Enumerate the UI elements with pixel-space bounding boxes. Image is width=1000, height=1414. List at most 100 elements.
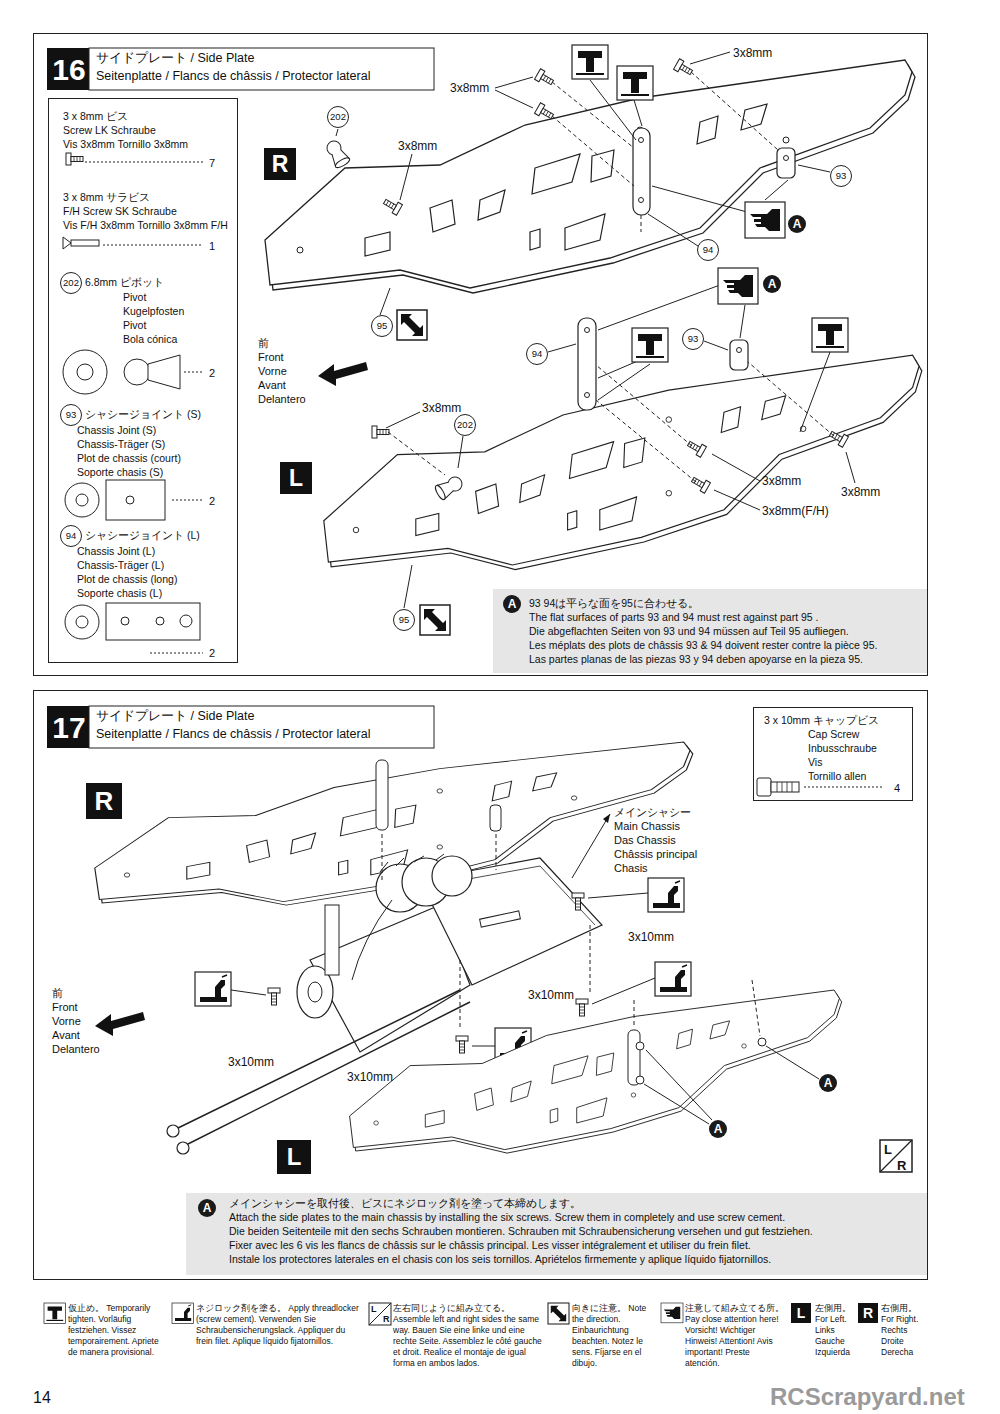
text-label: 3x8mm [422,401,461,415]
legend-text: 向きに注意。 Note the direction. Einbaurichtun… [572,1303,657,1369]
text-label: 3x10mm [347,1070,393,1084]
text-label: Delantero [52,1043,100,1056]
text-label: シャシージョイント (S) [85,408,201,421]
text-label: Chassis-Träger (S) [77,438,165,451]
step-number: 16 [48,49,90,91]
text-label: Tornillo allen [808,770,866,783]
text-label: 3x8mm [762,474,801,488]
legend-text: 左右同じように組み立てる。 Assemble left and right si… [393,1303,543,1369]
text-label: Châssis principal [614,848,697,861]
callout-number: 202 [60,272,82,294]
text-label: Kugelpfosten [123,305,184,318]
text-label: サイドプレート / Side Plate [96,709,254,724]
text-label: 3x8mm [450,81,489,95]
text-label: 3x8mm(F/H) [762,504,829,518]
note-box: A メインシャシーを取付後、ビスにネジロック剤を塗って本締めします。Attach … [186,1193,927,1275]
text-label: Das Chassis [614,834,676,847]
text-label: 3x10mm [528,988,574,1002]
step-number: 17 [48,707,90,749]
text-label: 2 [209,647,215,660]
side-marker: L [791,1303,811,1323]
side-marker: L [280,462,312,494]
text-label: 3x10mm [228,1055,274,1069]
icon-letter: L [371,1304,377,1315]
legend-text: ネジロック剤を塗る。 Apply threadlocker (screw cem… [196,1303,364,1347]
note-marker: A [788,215,806,233]
text-label: Plot de chassis (long) [77,573,177,586]
legend-text: 右側用。 For Right. Rechts Droite Derecha [881,1303,927,1358]
watermark: RCScrapyard.net [770,1384,965,1410]
text-label: 3 x 8mm ビス [63,110,128,123]
text-label: 前 [258,337,269,350]
text-label: 4 [894,782,900,795]
callout-number: 93 [682,328,704,350]
text-label: Main Chassis [614,820,680,833]
text-label: 2 [209,367,215,380]
callout-number: 95 [371,315,393,337]
text-label: 3x8mm [398,139,437,153]
text-label: Vis F/H 3x8mm Tornillo 3x8mm F/H [63,219,228,232]
side-marker: R [86,783,122,819]
text-label: 3x8mm [733,46,772,60]
text-label: Avant [52,1029,80,1042]
note-marker: A [198,1199,216,1217]
text-label: メインシャシー [614,806,691,819]
note-marker: A [503,595,521,613]
step-frame: 16 サイドプレート / Side PlateSeitenplatte / Fla… [33,33,928,676]
legend-text: 仮止め。 Temporarily tighten. Vorläufig fest… [68,1303,168,1358]
text-label: Pivot [123,319,146,332]
text-label: Vorne [52,1015,81,1028]
text-label: Chasis [614,862,648,875]
text-label: Vis [808,756,822,769]
icon-letter: R [897,1158,906,1174]
text-label: Plot de chassis (court) [77,452,181,465]
text-label: Inbusschraube [808,742,877,755]
note-marker: A [763,275,781,293]
text-label: Soporte chasis (L) [77,587,162,600]
note-marker: A [709,1120,727,1138]
callout-number: 95 [393,609,415,631]
text-label: Vorne [258,365,287,378]
text-label: メインシャシーを取付後、ビスにネジロック剤を塗って本締めします。 [229,1197,581,1210]
text-label: 2 [209,495,215,508]
text-label: The flat surfaces of parts 93 and 94 mus… [529,611,819,624]
icon-letter: L [884,1142,892,1158]
text-label: 7 [209,157,215,170]
text-label: 14 [33,1388,51,1407]
legend-text: 左側用。 For Left. Links Gauche Izquierda [815,1303,859,1358]
text-label: Las partes planas de las piezas 93 y 94 … [529,653,863,666]
side-marker: R [858,1303,878,1323]
text-label: Seitenplatte / Flancs de châssis / Prote… [96,727,370,742]
text-label: Chassis Joint (L) [77,545,155,558]
parts-list-box: 3 x 8mm ビスScrew LK SchraubeVis 3x8mm Tor… [48,98,238,663]
text-label: サイドプレート / Side Plate [96,51,254,66]
text-label: 1 [209,240,215,253]
note-marker: A [819,1074,837,1092]
text-label: 3x8mm [841,485,880,499]
parts-list-box: 3 x 10mm キャップビスCap ScrewInbusschraubeVis… [753,707,913,801]
callout-number: 202 [327,106,349,128]
callout-number: 93 [60,404,82,426]
callout-number: 202 [454,414,476,436]
step-frame: 17 サイドプレート / Side PlateSeitenplatte / Fla… [33,690,928,1280]
text-label: 6.8mm ピボット [85,276,164,289]
text-label: Attach the side plates to the main chass… [229,1211,785,1224]
text-label: Chassis-Träger (L) [77,559,164,572]
text-label: 3 x 8mm サラビス [63,191,150,204]
text-label: Cap Screw [808,728,859,741]
text-label: Pivot [123,291,146,304]
callout-number: 94 [526,343,548,365]
icon-letter: R [383,1314,390,1325]
text-label: F/H Screw SK Schraube [63,205,177,218]
text-label: Screw LK Schraube [63,124,156,137]
text-label: Die abgeflachten Seiten von 93 und 94 mü… [529,625,849,638]
text-label: Avant [258,379,286,392]
note-box: A93 94は平らな面を95に合わせる。The flat surfaces of… [493,589,927,673]
text-label: シャシージョイント (L) [85,529,200,542]
callout-number: 94 [697,239,719,261]
text-label: Front [258,351,284,364]
text-label: Seitenplatte / Flancs de châssis / Prote… [96,69,370,84]
text-label: Delantero [258,393,306,406]
text-label: Bola cónica [123,333,177,346]
side-marker: R [264,148,296,180]
